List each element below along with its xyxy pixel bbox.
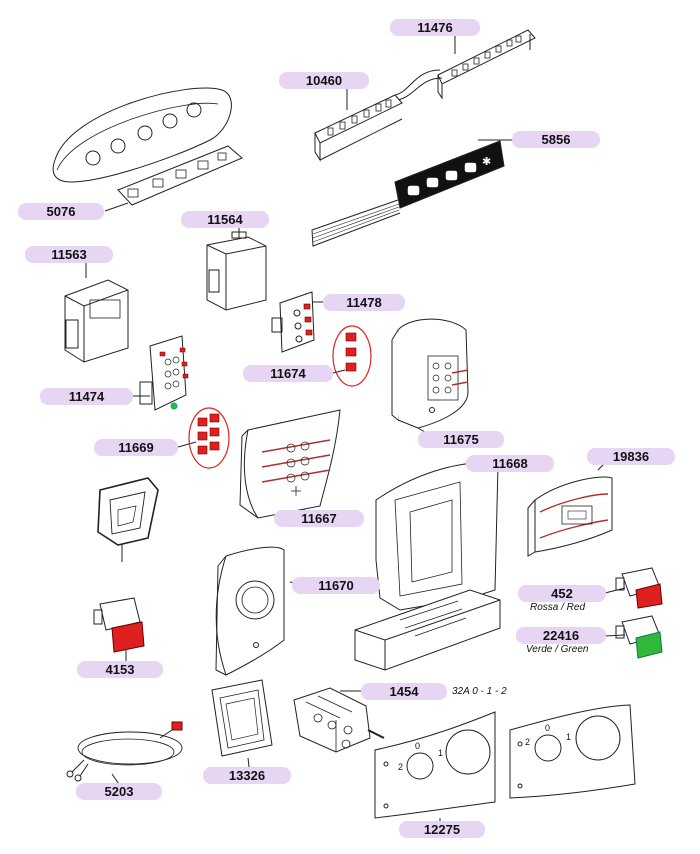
label-11476: 11476	[390, 19, 480, 36]
part-11476-pcb	[394, 29, 536, 101]
label-12275: 12275	[399, 821, 485, 838]
label-11675: 11669	[94, 439, 178, 456]
label-22416-color: Verde / Green	[526, 644, 589, 655]
part-10460-pcb	[314, 94, 403, 162]
label-5856: 5856	[512, 131, 600, 148]
label-1454: 1454	[361, 683, 447, 700]
dial-marks: 0 1 2 0 1 2	[398, 723, 571, 772]
dial-mark-left-1: 1	[438, 748, 443, 758]
svg-text:✱: ✱	[482, 156, 491, 168]
part-5856-keypad: ✱	[311, 140, 505, 247]
label-11670: 11670	[292, 577, 380, 594]
part-5203-cable	[66, 721, 183, 782]
dial-mark-left-2: 2	[398, 762, 403, 772]
part-11669-panel	[391, 318, 469, 429]
dial-mark-right-1: 1	[566, 732, 571, 742]
part-cover-unlabeled	[97, 477, 159, 546]
part-5076-panel	[52, 87, 243, 206]
dial-mark-right-0: 0	[545, 723, 550, 733]
label-13326: 13326	[203, 767, 291, 784]
label-22416: 22416	[516, 627, 606, 644]
label-19836: 19836	[587, 448, 675, 465]
part-22416-lamp	[615, 615, 663, 659]
part-11668-housing	[354, 462, 501, 671]
part-4153-switch	[93, 597, 145, 653]
label-452: 452	[518, 585, 606, 602]
part-11670-panel	[215, 546, 285, 676]
part-11667-panel	[239, 409, 341, 519]
part-452-lamp	[615, 567, 663, 609]
part-19836-panel	[527, 476, 613, 557]
label-5203: 5203	[76, 783, 162, 800]
part-11564-module	[206, 231, 267, 311]
part-11563-module	[64, 279, 129, 363]
label-11674: 11674	[243, 365, 333, 382]
label-5076: 5076	[18, 203, 104, 220]
label-11564: 11564	[181, 211, 269, 228]
part-11674-buttons	[332, 325, 372, 387]
label-1454-spec: 32A 0 - 1 - 2	[452, 686, 507, 697]
part-12275-plate-left	[374, 711, 496, 819]
part-11675-buttons	[188, 407, 230, 469]
part-12275-plate-right	[509, 704, 636, 799]
label-11667: 11667	[274, 510, 364, 527]
part-11478-pcb	[271, 291, 315, 353]
label-11669: 11675	[418, 431, 504, 448]
part-13326-gasket	[211, 679, 273, 757]
label-10460: 10460	[279, 72, 369, 89]
part-11474-pcb	[139, 335, 189, 411]
label-11563: 11563	[25, 246, 113, 263]
label-4153: 4153	[77, 661, 163, 678]
dial-mark-left-0: 0	[415, 741, 420, 751]
part-1454-rotary-switch	[293, 687, 385, 753]
label-452-color: Rossa / Red	[530, 602, 586, 613]
dial-mark-right-2: 2	[525, 737, 530, 747]
label-11474: 11474	[40, 388, 133, 405]
label-11478: 11478	[323, 294, 405, 311]
label-11668: 11668	[466, 455, 554, 472]
